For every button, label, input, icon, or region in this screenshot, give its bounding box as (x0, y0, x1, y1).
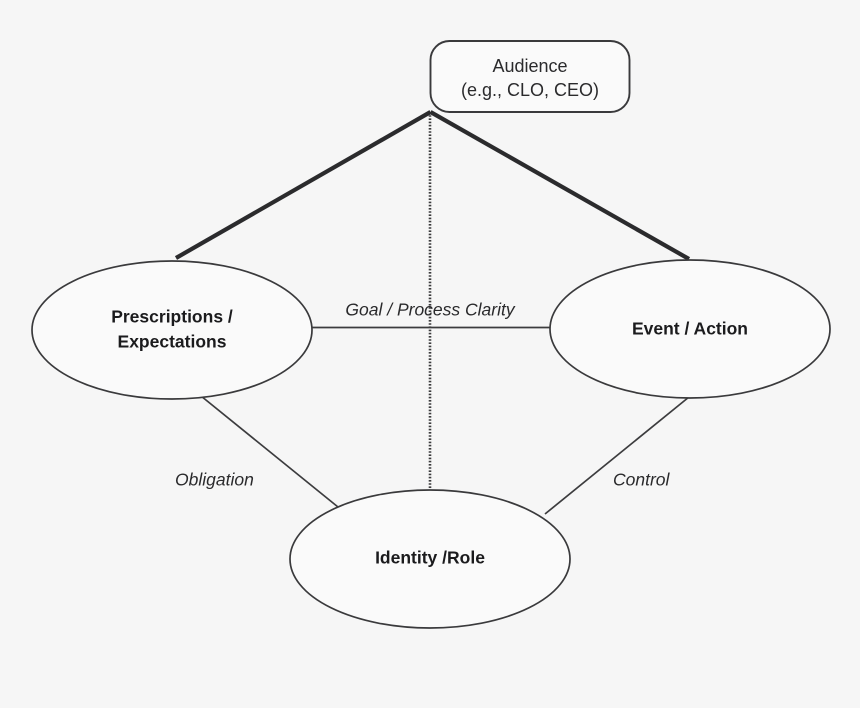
prescriptions-ellipse (31, 260, 313, 400)
node-event[interactable]: Event / Action (549, 259, 831, 399)
identity-ellipse (289, 489, 571, 629)
node-audience[interactable]: Audience (e.g., CLO, CEO) (429, 40, 631, 113)
edge-audience-to-prescriptions (174, 110, 432, 260)
edge-prescriptions-to-identity (200, 395, 339, 508)
edge-label-obligation: Obligation (175, 470, 254, 490)
identity-label: Identity /Role (375, 548, 485, 568)
edge-event-to-identity (544, 396, 690, 515)
node-prescriptions[interactable]: Prescriptions / Expectations (31, 260, 313, 400)
edge-label-goal-process-clarity: Goal / Process Clarity (345, 300, 515, 320)
edge-label-control: Control (613, 470, 671, 490)
audience-label-line1: Audience (492, 56, 567, 76)
prescriptions-label-line1: Prescriptions / (111, 307, 233, 327)
audience-label-line2: (e.g., CLO, CEO) (461, 80, 599, 100)
prescriptions-label-line2: Expectations (118, 332, 227, 352)
event-label: Event / Action (632, 319, 748, 339)
event-ellipse (549, 259, 831, 399)
audience-box (429, 40, 631, 113)
edge-audience-to-event (429, 110, 691, 261)
node-identity[interactable]: Identity /Role (289, 489, 571, 629)
